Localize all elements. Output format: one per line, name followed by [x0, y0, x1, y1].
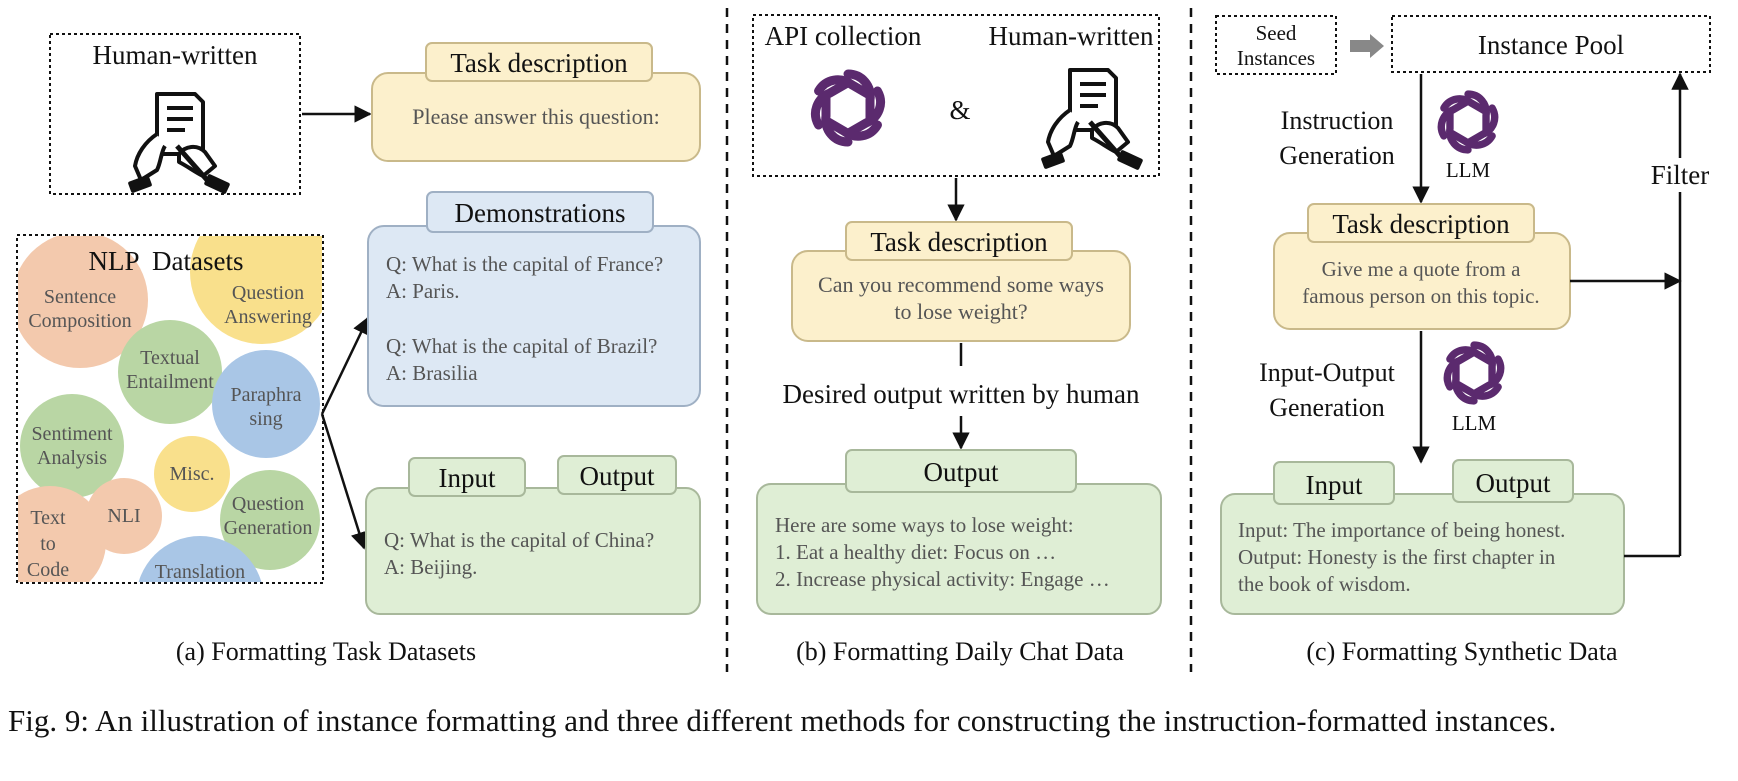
panel-c: Seed Instances Instance Pool Instruction… — [1215, 15, 1722, 666]
bubble-label: Code — [27, 559, 69, 581]
io-generation-label: Generation — [1269, 393, 1385, 422]
output-line: 2. Increase physical activity: Engage … — [775, 567, 1110, 591]
output-line: 1. Eat a healthy diet: Focus on … — [775, 540, 1056, 564]
task-description-tab-b — [845, 221, 1073, 261]
bubble-label: Question — [232, 493, 304, 515]
ampersand: & — [949, 95, 970, 125]
seed-instances-box — [1215, 15, 1337, 75]
task-description-title-b: Task description — [870, 227, 1048, 257]
subcaption-b: (b) Formatting Daily Chat Data — [796, 637, 1124, 666]
bubble-sentence-composition — [18, 236, 148, 368]
filter-label: Filter — [1651, 160, 1710, 190]
subcaption-c: (c) Formatting Synthetic Data — [1306, 637, 1618, 666]
task-description-text: Please answer this question: — [412, 104, 659, 129]
io-box-c — [1220, 493, 1625, 615]
bubble-label: Textual — [140, 347, 200, 369]
llm-label: LLM — [1452, 411, 1497, 435]
bubble-label: Paraphra — [230, 384, 301, 406]
bubble-label: Entailment — [126, 371, 214, 393]
bubble-label: Translation — [155, 561, 245, 583]
bubble-label: Generation — [224, 517, 313, 539]
bubble-label: Sentence — [44, 286, 116, 308]
bubble-paraphrasing — [212, 350, 320, 458]
arrow-to-demonstrations — [320, 316, 370, 415]
bubble-label: Composition — [28, 310, 131, 332]
llm-label: LLM — [1446, 158, 1491, 182]
task-description-title: Task description — [450, 48, 628, 78]
demonstrations-title: Demonstrations — [455, 198, 626, 228]
output-tab-c — [1452, 459, 1574, 503]
instance-pool-box — [1391, 15, 1711, 73]
human-written-label: Human-written — [93, 40, 258, 70]
io-line: Q: What is the capital of China? — [384, 528, 654, 552]
nlp-bubbles — [18, 236, 322, 582]
instruction-generation-label: Generation — [1279, 141, 1395, 170]
bubble-label: sing — [249, 408, 282, 430]
task-description-tab — [425, 42, 653, 82]
task-description-tab-c — [1307, 203, 1535, 243]
figure-canvas: Human-written Task description Please an… — [16, 8, 1722, 672]
filter-label-bg — [1640, 158, 1722, 192]
io-line: Output: Honesty is the first chapter in — [1238, 545, 1556, 569]
llm-icon — [1441, 343, 1508, 402]
bubble-sentiment-analysis — [20, 394, 124, 498]
output-tab-b — [845, 449, 1077, 493]
nlp-datasets-title: NLP Datasets — [89, 246, 244, 276]
bubble-nli — [86, 478, 162, 554]
panel-a: Human-written Task description Please an… — [16, 33, 701, 666]
panel-b: API collection Human-written & Task desc… — [752, 14, 1162, 666]
output-tab-label-c: Output — [1475, 468, 1551, 498]
bubble-textual-entailment — [118, 320, 222, 424]
instruction-generation-label: Instruction — [1281, 106, 1394, 135]
output-tab-label: Output — [579, 461, 655, 491]
bubble-label: NLI — [107, 505, 140, 527]
desired-output-label: Desired output written by human — [783, 379, 1140, 409]
task-description-line: Give me a quote from a — [1322, 257, 1522, 281]
llm-icon — [1435, 92, 1502, 151]
seed-label: Seed — [1256, 21, 1297, 45]
io-line: Input: The importance of being honest. — [1238, 518, 1565, 542]
input-tab — [408, 457, 526, 497]
input-tab-label: Input — [439, 463, 496, 493]
bubble-label: Question — [232, 282, 304, 304]
bubble-question-answering — [190, 236, 322, 344]
bubble-label: Text — [30, 507, 66, 529]
bubble-label: Answering — [224, 306, 312, 328]
instance-pool-label: Instance Pool — [1478, 30, 1624, 60]
seed-arrow-icon — [1350, 34, 1384, 58]
api-collection-label: API collection — [765, 21, 922, 51]
task-description-box-c — [1273, 232, 1571, 330]
task-description-line: to lose weight? — [894, 299, 1027, 324]
demo-line: Q: What is the capital of Brazil? — [386, 334, 657, 358]
io-line: A: Beijing. — [384, 555, 477, 579]
bubble-label: Misc. — [170, 463, 215, 485]
task-description-title-c: Task description — [1332, 209, 1510, 239]
bubble-translation — [138, 536, 262, 582]
input-tab-c — [1273, 461, 1395, 505]
arrow-to-input-output — [320, 413, 368, 550]
seed-label: Instances — [1237, 46, 1315, 70]
task-description-line: Can you recommend some ways — [818, 272, 1104, 297]
bubble-misc — [154, 436, 230, 512]
output-line: Here are some ways to lose weight: — [775, 513, 1074, 537]
bubble-label: to — [40, 533, 56, 555]
subcaption-a: (a) Formatting Task Datasets — [176, 637, 476, 666]
input-output-box — [365, 487, 701, 615]
bubble-label: Sentiment — [31, 423, 113, 445]
io-generation-label: Input-Output — [1259, 358, 1396, 387]
demo-line: A: Paris. — [386, 279, 460, 303]
bubble-question-generation — [220, 470, 320, 570]
demo-line: Q: What is the capital of France? — [386, 252, 663, 276]
io-line: the book of wisdom. — [1238, 572, 1411, 596]
input-tab-label-c: Input — [1306, 470, 1363, 500]
demonstrations-tab — [426, 191, 654, 233]
figure-caption: Fig. 9: An illustration of instance form… — [8, 703, 1557, 738]
bubble-label: Analysis — [37, 447, 107, 469]
output-title-b: Output — [923, 457, 999, 487]
human-written-label-b: Human-written — [989, 21, 1154, 51]
task-description-line: famous person on this topic. — [1302, 284, 1539, 308]
output-tab — [557, 455, 677, 495]
bubble-text-to-code — [18, 486, 106, 582]
demo-line: A: Brasilia — [386, 361, 478, 385]
